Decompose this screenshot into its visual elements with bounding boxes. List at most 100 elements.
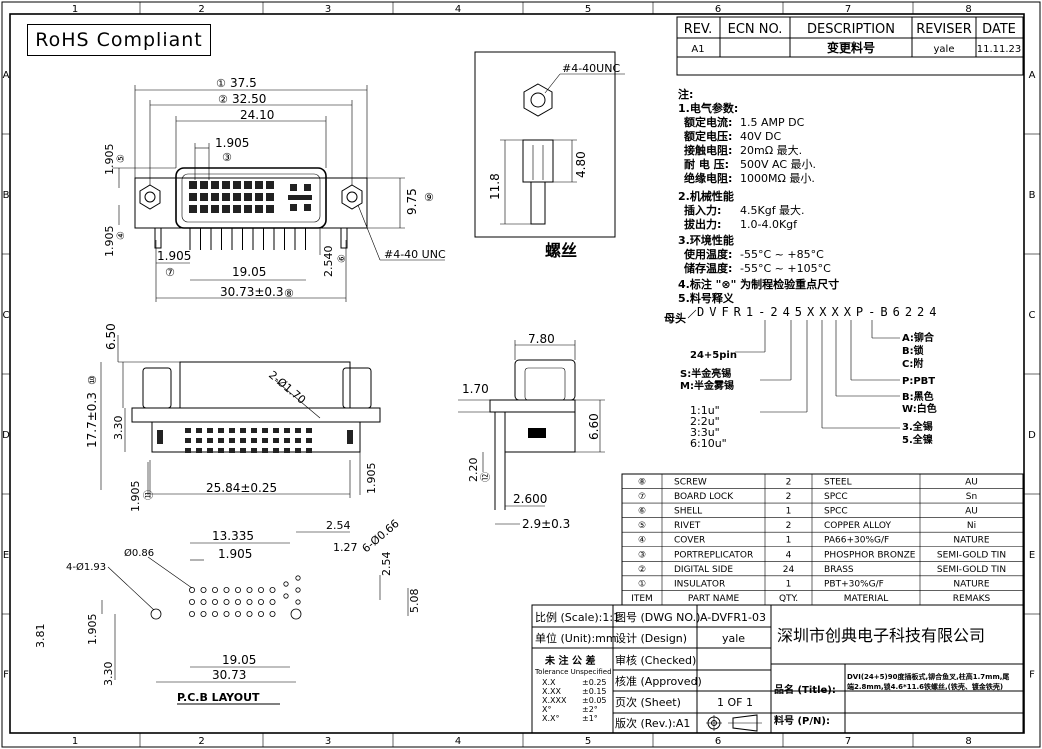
side-pin bbox=[240, 438, 246, 443]
zone-col-top: 7 bbox=[845, 4, 851, 15]
zone-col-top: 5 bbox=[585, 4, 591, 15]
profile-view: 7.80 1.70 6.60 2.20 ⑫ 2.600 2.9±0.3 bbox=[458, 332, 605, 531]
front-pin bbox=[200, 181, 208, 189]
rev-header-rev: REV. bbox=[684, 22, 713, 37]
front-pin bbox=[211, 205, 219, 213]
zone-col-bottom: 4 bbox=[455, 736, 461, 747]
front-pin bbox=[189, 205, 197, 213]
front-pin bbox=[222, 181, 230, 189]
title-rev-label: 版次 (Rev.):A1 bbox=[615, 716, 690, 730]
front-left-bot-no: ④ bbox=[116, 231, 127, 240]
side-pin bbox=[251, 428, 257, 433]
bom-cell: 1 bbox=[786, 536, 792, 546]
title-title-line2: 端2.8mm,锁4.6*11.6铁螺丝,(铁壳、镀金铁壳) bbox=[847, 682, 1003, 691]
front-legs bbox=[154, 227, 348, 250]
option-item: B:黑色 bbox=[902, 390, 934, 403]
notes-section-4: 4.标注 "⊗" 为制程检验重点尺寸 bbox=[678, 277, 839, 291]
side-pin bbox=[196, 438, 202, 443]
pcb-hole bbox=[234, 599, 241, 606]
side-pin bbox=[240, 448, 246, 453]
bom-cell: ① bbox=[638, 579, 646, 589]
bom-cell: 2 bbox=[786, 478, 792, 488]
side-pin bbox=[229, 438, 235, 443]
bom-cell: BOARD LOCK bbox=[674, 492, 734, 502]
side-dim-mid: 3.30 bbox=[112, 416, 125, 441]
part-code-pbt: P:PBT bbox=[902, 376, 935, 387]
pcb-hole bbox=[188, 599, 195, 606]
pcb-hole bbox=[234, 611, 241, 618]
title-unit: 单位 (Unit):mm bbox=[535, 631, 617, 645]
bom-cell: NATURE bbox=[953, 536, 990, 546]
tolerance-key: X.X° bbox=[542, 714, 560, 723]
pcb-hole bbox=[211, 587, 218, 594]
title-pn-label: 料号 (P/N): bbox=[774, 714, 830, 727]
side-pin bbox=[284, 428, 290, 433]
front-analog-pin bbox=[304, 204, 311, 211]
pcb-dim-2: 1.905 bbox=[218, 547, 252, 561]
bom-cell: PHOSPHOR BRONZE bbox=[824, 550, 916, 560]
front-pin bbox=[266, 205, 274, 213]
title-scale: 比例 (Scale):1:1 bbox=[535, 610, 620, 624]
profile-dim-low: 2.20 bbox=[467, 458, 480, 483]
option-item: W:白色 bbox=[902, 402, 937, 415]
front-dim-4: 1.905 bbox=[215, 136, 249, 150]
pcb-analog-hole bbox=[295, 587, 301, 593]
side-pin bbox=[207, 438, 213, 443]
front-pin bbox=[244, 193, 252, 201]
side-pin bbox=[262, 428, 268, 433]
front-pin bbox=[255, 181, 263, 189]
zone-row-right: A bbox=[1029, 70, 1036, 81]
bom-cell: SEMI-GOLD TIN bbox=[937, 550, 1006, 560]
note-key: 储存温度: bbox=[684, 261, 732, 275]
pcb-dim-6: 1.27 bbox=[333, 541, 358, 554]
front-pin bbox=[222, 193, 230, 201]
side-pin bbox=[273, 428, 279, 433]
part-code-ground-b: M:半金雾锡 bbox=[680, 379, 734, 392]
side-pin bbox=[218, 428, 224, 433]
note-key: 使用温度: bbox=[683, 247, 732, 261]
pcb-caption: P.C.B LAYOUT bbox=[177, 691, 260, 704]
pcb-layout: 13.335 1.905 Ø0.86 4-Ø1.93 2.54 1.27 6-Ø… bbox=[34, 517, 421, 705]
side-pin bbox=[295, 448, 301, 453]
rev-header-reviser: REVISER bbox=[916, 22, 971, 37]
pcb-hole bbox=[269, 587, 276, 594]
side-dim-height-no: ⑩ bbox=[86, 375, 99, 385]
front-dim-4-no: ③ bbox=[222, 151, 232, 164]
front-pin-grid bbox=[189, 181, 312, 213]
pcb-hole bbox=[200, 587, 207, 594]
side-pin bbox=[185, 428, 191, 433]
pcb-dim-14: 30.73 bbox=[212, 668, 246, 682]
front-pin bbox=[233, 205, 241, 213]
zone-col-bottom: 6 bbox=[715, 736, 721, 747]
title-dwg-value: A-DVFR1-03 bbox=[700, 611, 766, 624]
pcb-hole bbox=[234, 587, 241, 594]
zone-row-left: D bbox=[2, 430, 10, 441]
bom-cell: SCREW bbox=[674, 478, 707, 488]
side-pin bbox=[185, 438, 191, 443]
zone-col-bottom: 1 bbox=[72, 736, 78, 747]
side-dim-top: 6.50 bbox=[104, 323, 118, 350]
rev-value-desc: 变更料号 bbox=[827, 40, 875, 55]
part-code-ground-a: S:半金亮锡 bbox=[680, 367, 731, 380]
note-key: 耐 电 压: bbox=[684, 157, 729, 171]
side-peg bbox=[347, 430, 353, 444]
zone-col-bottom: 7 bbox=[845, 736, 851, 747]
zone-row-left: F bbox=[3, 670, 9, 681]
option-item: 5.全镍 bbox=[902, 433, 933, 446]
front-bot-small-no: ⑦ bbox=[165, 266, 175, 279]
bom-cell: 2 bbox=[786, 492, 792, 502]
bom-cell: ④ bbox=[638, 536, 646, 546]
zone-row-right: D bbox=[1028, 430, 1036, 441]
front-dim-1: 37.5 bbox=[230, 76, 257, 90]
front-dim-3: 24.10 bbox=[240, 108, 274, 122]
front-pin bbox=[200, 205, 208, 213]
profile-dim-right: 6.60 bbox=[587, 413, 601, 440]
bom-cell: 1 bbox=[786, 579, 792, 589]
option-item: 3.全锡 bbox=[902, 420, 933, 433]
note-key: 插入力: bbox=[684, 203, 721, 217]
pcb-dim-11: 1.905 bbox=[86, 614, 99, 646]
note-value: -55°C ~ +85°C bbox=[740, 248, 824, 261]
